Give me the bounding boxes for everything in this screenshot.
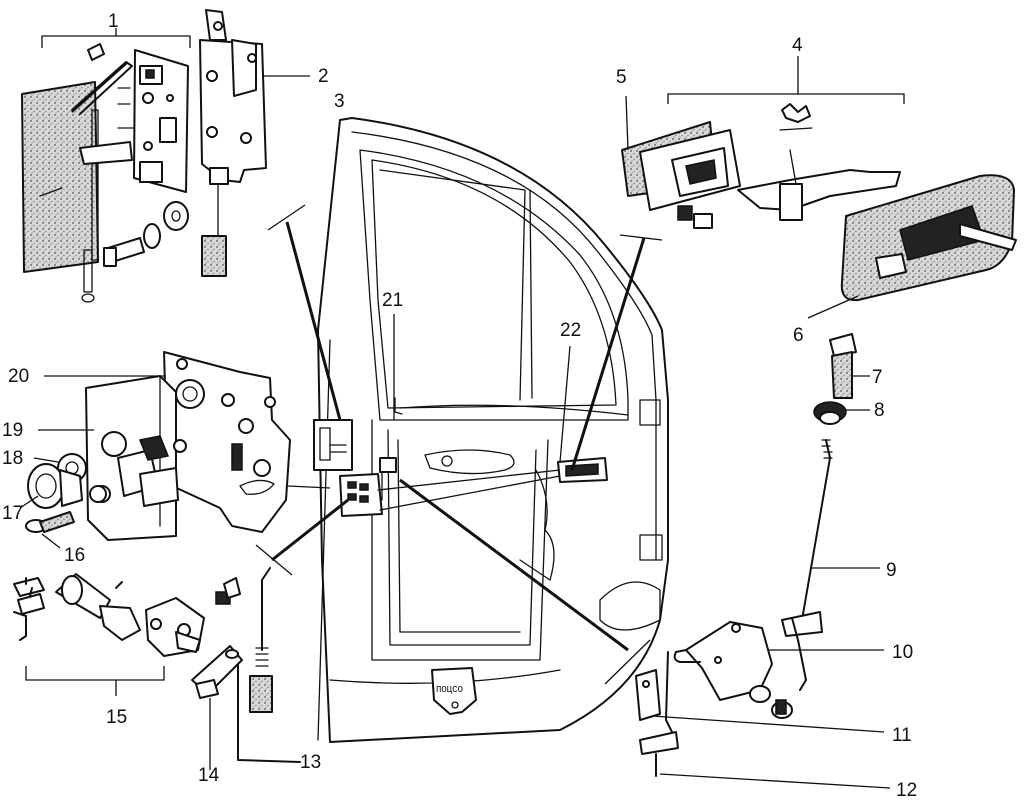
label-16: 16	[64, 545, 85, 566]
part-19-lock-body	[38, 375, 187, 541]
label-21: 21	[382, 290, 403, 311]
label-11: 11	[892, 725, 912, 746]
label-2: 2	[318, 66, 329, 87]
callout-labels: 1 2 3 4 5 6 7 8 9 10 11 12 13 14 15 16 1…	[2, 11, 917, 801]
label-1: 1	[108, 11, 119, 32]
part-9-rod	[781, 439, 880, 637]
label-15: 15	[106, 707, 127, 728]
part-16-screw	[25, 511, 75, 549]
label-17: 17	[2, 503, 23, 524]
label-12: 12	[896, 780, 917, 801]
label-10: 10	[892, 642, 913, 663]
label-leaders-extra	[393, 95, 629, 463]
label-13: 13	[300, 752, 321, 773]
label-14: 14	[198, 765, 220, 786]
label-3: 3	[334, 91, 345, 112]
part-2-hinge-plate	[199, 9, 310, 277]
part-17-knob	[19, 463, 107, 509]
label-22: 22	[560, 320, 581, 341]
label-8: 8	[874, 400, 885, 421]
part-14-latch-clip	[191, 645, 243, 770]
part-4-outer-handle-assembly	[621, 56, 1017, 319]
label-18: 18	[2, 448, 23, 469]
part-11-lever	[635, 651, 885, 733]
part-1-hinge-assembly	[21, 28, 191, 303]
part-10-bracket	[673, 617, 884, 719]
stamp-text: ПОЦСО	[436, 685, 463, 695]
part-8-grommet	[813, 401, 870, 425]
label-9: 9	[886, 560, 897, 581]
label-19: 19	[2, 420, 23, 441]
part-13-link-rod	[237, 567, 301, 763]
part-12-clip	[639, 731, 891, 789]
door-panel: ПОЦСО	[313, 117, 669, 743]
label-20: 20	[8, 366, 29, 387]
part-7-bolt	[829, 333, 870, 399]
part-20-lock-backplate	[44, 351, 291, 533]
label-4: 4	[792, 35, 803, 56]
pointer-lines	[255, 204, 663, 685]
label-6: 6	[793, 325, 804, 346]
part-15-lock-cylinder-set	[13, 573, 241, 696]
label-5: 5	[616, 67, 627, 88]
label-7: 7	[872, 367, 883, 388]
